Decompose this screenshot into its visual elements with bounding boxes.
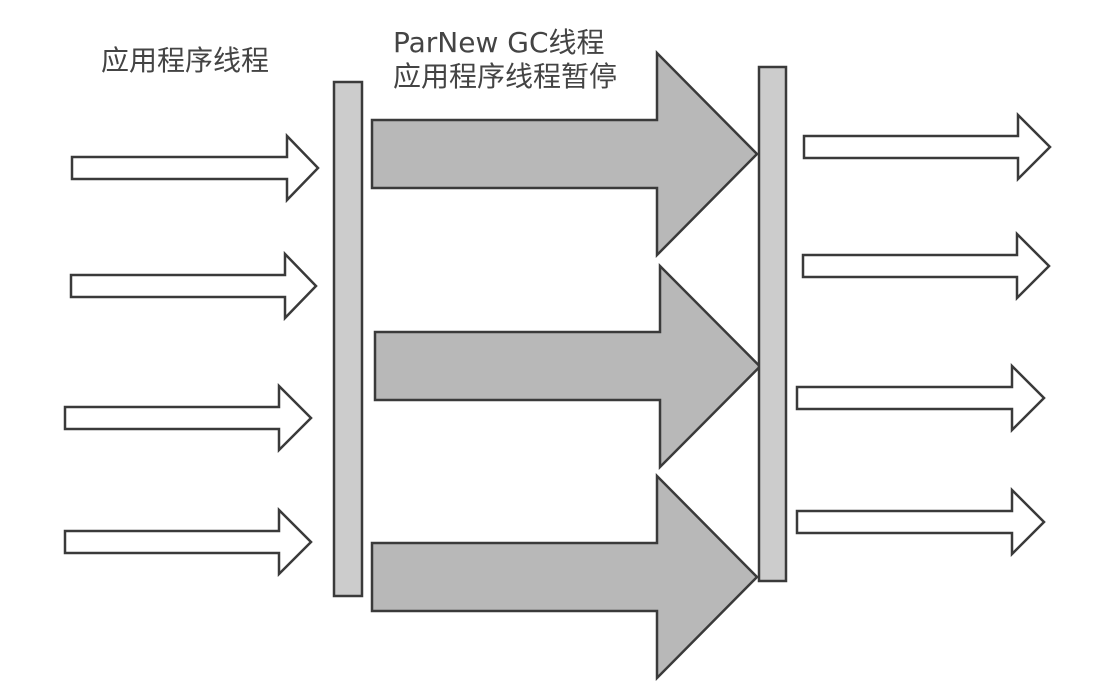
application-thread-arrow-before-3 bbox=[63, 382, 313, 454]
application-thread-arrow-before-4 bbox=[63, 506, 313, 578]
gc-thread-arrow-1 bbox=[370, 49, 759, 259]
application-threads-label: 应用程序线程 bbox=[101, 44, 270, 77]
gc-thread-arrow-2 bbox=[373, 262, 762, 471]
application-thread-arrow-after-1 bbox=[802, 111, 1052, 183]
gc-threads-label: ParNew GC线程 bbox=[393, 26, 605, 59]
gc-threads-label-group: ParNew GC线程 应用程序线程暂停 bbox=[393, 26, 617, 94]
barrier-gc-end bbox=[757, 65, 788, 583]
application-thread-arrow-after-2 bbox=[801, 230, 1051, 302]
application-thread-arrow-before-2 bbox=[69, 250, 318, 322]
gc-thread-arrow-3 bbox=[370, 472, 759, 682]
barrier-gc-start bbox=[332, 80, 364, 598]
application-thread-arrow-after-4 bbox=[795, 486, 1046, 558]
application-thread-arrow-before-1 bbox=[70, 132, 320, 204]
application-thread-arrow-after-3 bbox=[795, 362, 1046, 434]
app-paused-label: 应用程序线程暂停 bbox=[393, 60, 618, 93]
